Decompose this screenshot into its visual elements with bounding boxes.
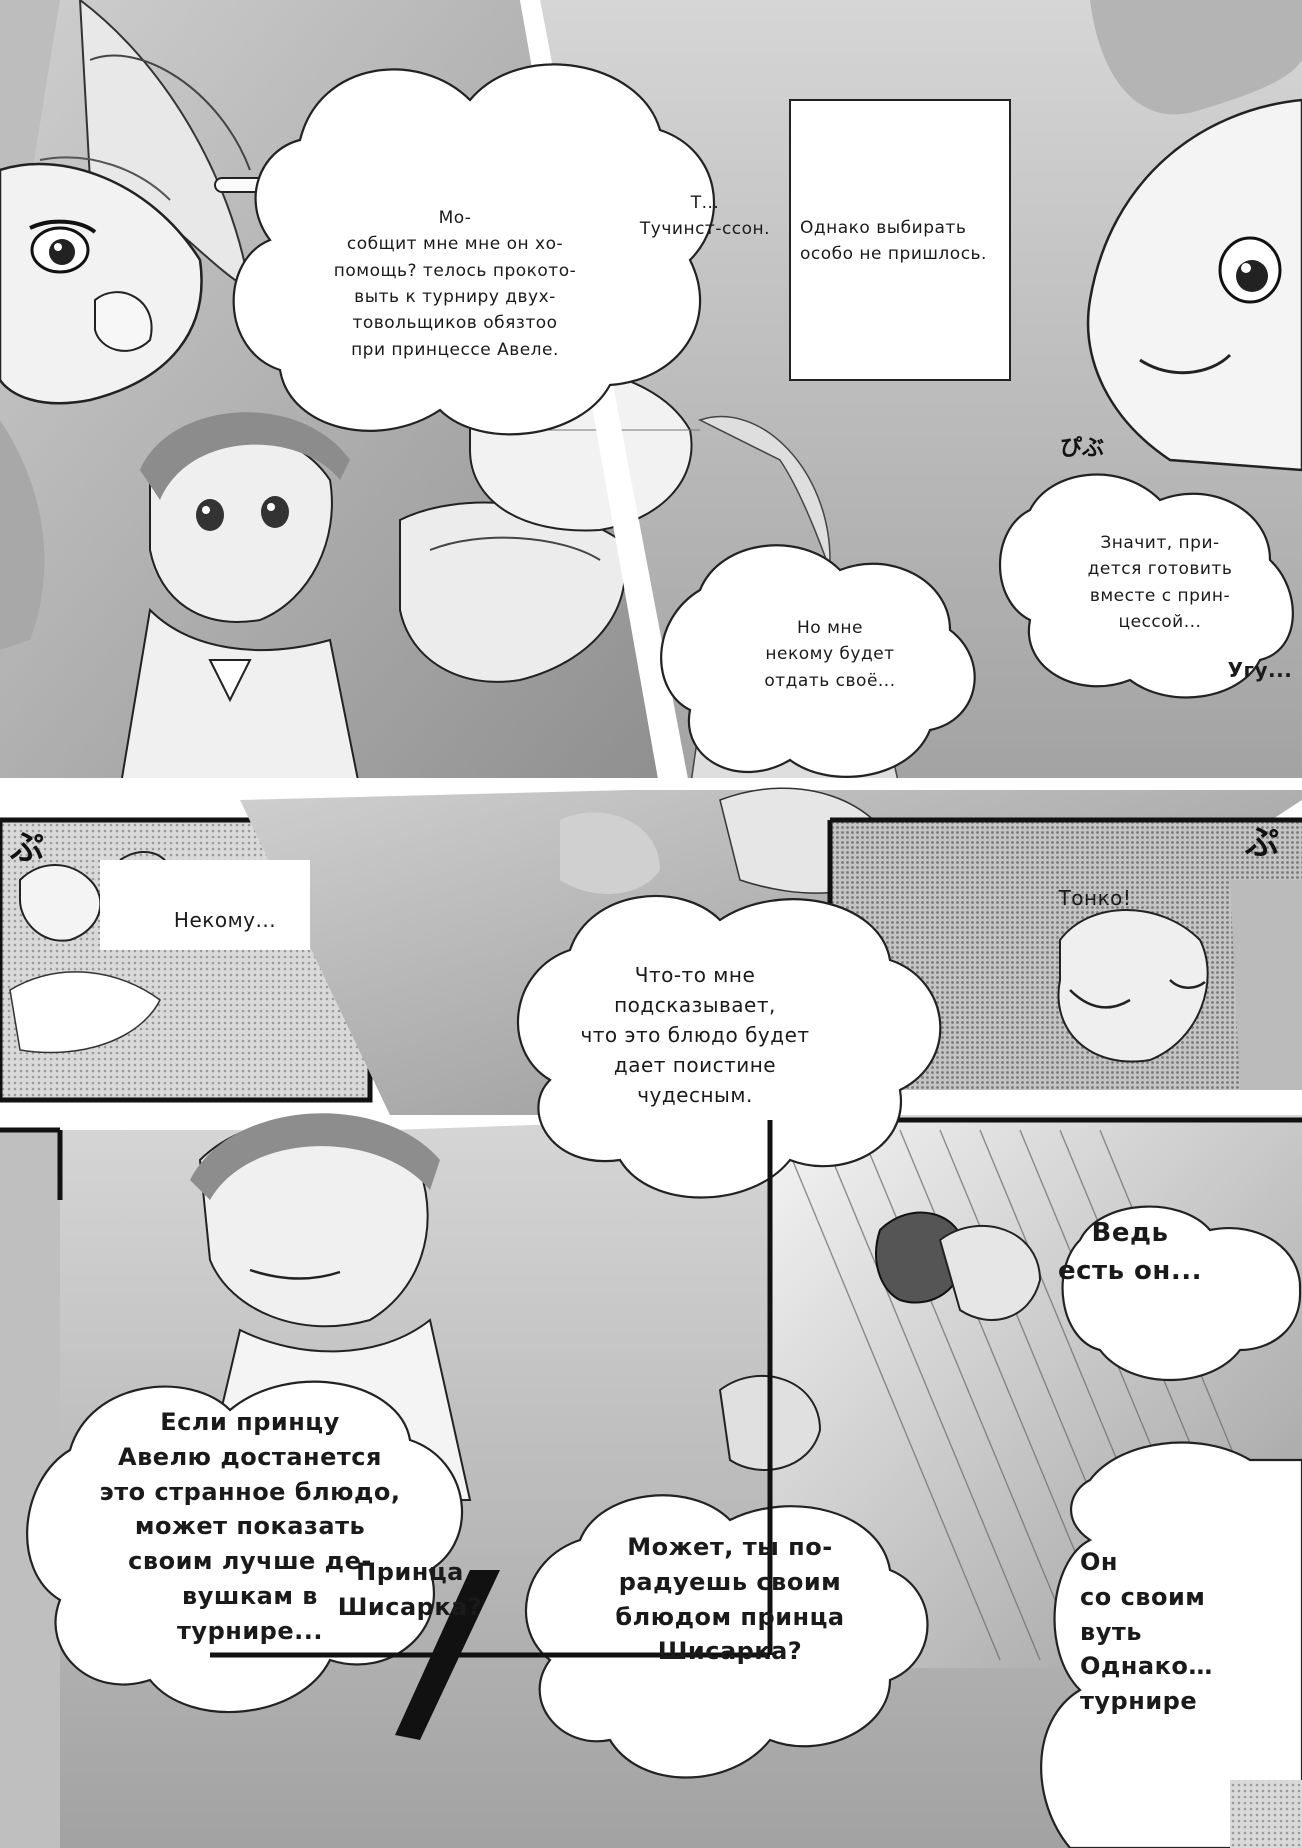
speech-bubble-6: Угу...: [1227, 658, 1293, 682]
speech-bubble-9: Что-то мне подсказывает, что это блюдо б…: [580, 963, 810, 1107]
caption-box-3: [789, 99, 1011, 381]
speech-bubble-7: Некому...: [173, 908, 277, 932]
balloon-5: [660, 544, 976, 778]
balloon-11: [26, 1380, 463, 1714]
speech-bubble-4: Значит, при- дется готовить вместе с при…: [1087, 533, 1233, 633]
balloon-13: [525, 1494, 929, 1779]
speech-bubble-2: Т... Тучинст-ссон.: [639, 193, 771, 240]
balloon-14: [1040, 1441, 1302, 1848]
caption-box-7: [100, 860, 310, 950]
sfx-2: ぷ: [1245, 823, 1279, 863]
speech-bubble-13: Может, ты по- радуешь своим блюдом принц…: [615, 1533, 845, 1666]
balloon-1: [232, 63, 715, 436]
speech-bubble-12: Принца Шисарка?: [337, 1558, 483, 1621]
balloon-9: [517, 894, 942, 1199]
speech-bubble-11: Если принцу Авелю достанется это странно…: [99, 1408, 401, 1645]
speech-bubble-10: Ведь есть он...: [1057, 1218, 1203, 1286]
caption-3: Однако выбирать особо не пришлось.: [800, 218, 987, 265]
speech-bubble-5: Но мне некому будет отдать своё...: [764, 618, 896, 691]
panel-5: [827, 817, 1302, 1090]
balloon-10: [1061, 1205, 1302, 1382]
speech-bubble-1: Мо- собщит мне мне он хо- помощь? телось…: [333, 208, 577, 360]
sfx-1: ぷ: [10, 828, 44, 868]
balloon-4: [999, 473, 1294, 699]
sfx-3: ぴぶ: [1060, 436, 1105, 461]
speech-bubble-8: Тонко!: [1058, 886, 1132, 910]
speech-bubble-14: Он со своим вуть Однако… турнире: [1080, 1548, 1213, 1716]
